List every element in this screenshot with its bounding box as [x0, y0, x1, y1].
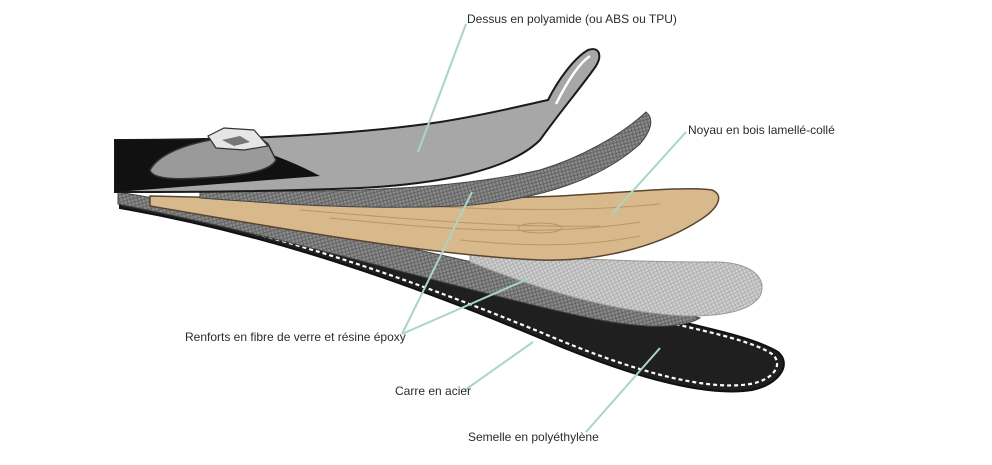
label-fiber-reinforcement: Renforts en fibre de verre et résine épo…: [185, 330, 406, 344]
label-top-sheet: Dessus en polyamide (ou ABS ou TPU): [467, 12, 677, 26]
label-base: Semelle en polyéthylène: [468, 430, 599, 444]
leader-line-base: [585, 347, 661, 433]
leader-line-top-sheet: [417, 23, 467, 153]
wood-core: [149, 187, 720, 261]
label-steel-edge: Carre en acier: [395, 384, 472, 398]
steel-edge: [121, 200, 779, 387]
leader-lines: [401, 23, 687, 433]
leader-line-edge: [464, 341, 534, 391]
leader-line-core: [611, 131, 687, 215]
fiber-layer-light: [469, 249, 763, 317]
leader-line-fiber-2: [401, 277, 531, 335]
fiber-layer-upper: [199, 111, 652, 208]
ski-binding-icon: [149, 127, 277, 180]
leader-line-fiber-1: [401, 191, 473, 335]
label-wood-core: Noyau en bois lamellé-collé: [688, 123, 835, 137]
